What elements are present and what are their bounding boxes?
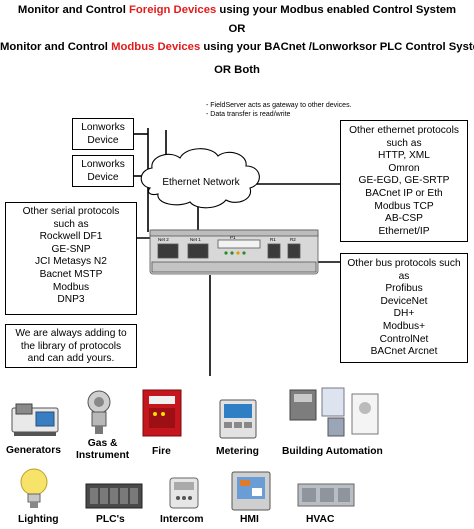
gas-instrument-label-line-1: Gas & bbox=[87, 438, 118, 449]
bus-protocols-line: DH+ bbox=[393, 308, 415, 320]
serial-protocols-line: Modbus bbox=[52, 281, 90, 293]
ethernet-protocols-line: BACnet IP or Eth bbox=[365, 187, 443, 199]
serial-protocols-line: JCI Metasys N2 bbox=[35, 256, 107, 268]
lonworks-1-line-1: Lonworks bbox=[81, 122, 125, 133]
header-line-4: OR Both bbox=[214, 64, 260, 76]
lighting-label: Lighting bbox=[18, 514, 59, 525]
ethernet-protocols-line: Ethernet/IP bbox=[378, 225, 430, 237]
header-line-3-suffix: using your BACnet /Lonworksor PLC Contro… bbox=[200, 41, 474, 53]
header-line-2: OR bbox=[228, 23, 246, 35]
plc-icon bbox=[85, 483, 143, 509]
port-label-net1: Net 1 bbox=[190, 237, 201, 242]
lonworks-device-box-2: Lonworks Device bbox=[72, 155, 134, 187]
hvac-icon bbox=[297, 483, 355, 507]
plc-label: PLC's bbox=[96, 514, 125, 525]
header-line-3: Monitor and Control Modbus Devices using… bbox=[0, 41, 474, 53]
header-line-3-highlight: Modbus Devices bbox=[111, 41, 201, 53]
gas-instrument-icon bbox=[87, 390, 111, 434]
ethernet-protocols-line: Modbus TCP bbox=[374, 200, 434, 212]
lonworks-2-line-1: Lonworks bbox=[81, 159, 125, 170]
serial-protocols-line: Other serial protocols bbox=[22, 206, 120, 217]
serial-protocols-box: Other serial protocols such as Rockwell … bbox=[5, 202, 137, 315]
generators-label: Generators bbox=[6, 445, 61, 456]
bus-protocols-line: ControlNet bbox=[379, 333, 429, 345]
header-line-1: Monitor and Control Foreign Devices usin… bbox=[0, 4, 474, 16]
gas-instrument-label-line-2: Instrument bbox=[76, 450, 130, 461]
bus-protocols-line: DeviceNet bbox=[380, 295, 428, 307]
header-line-1-suffix: using your Modbus enabled Control System bbox=[216, 4, 457, 16]
serial-protocols-line: such as bbox=[53, 218, 89, 230]
port-label-r1: R1 bbox=[270, 237, 276, 242]
hvac-label: HVAC bbox=[306, 514, 335, 525]
ethernet-protocols-line: Omron bbox=[388, 162, 420, 174]
library-note-line: the library of protocols bbox=[20, 340, 122, 352]
ethernet-protocols-box: Other ethernet protocols such as HTTP, X… bbox=[340, 120, 468, 242]
metering-label: Metering bbox=[216, 446, 259, 457]
serial-protocols-line: GE-SNP bbox=[51, 243, 91, 255]
fieldserver-gateway bbox=[149, 229, 319, 275]
header-line-1-highlight: Foreign Devices bbox=[129, 4, 217, 16]
library-note-line: We are always adding to bbox=[15, 328, 127, 339]
lighting-icon bbox=[20, 468, 48, 508]
protocol-library-note-box: We are always adding to the library of p… bbox=[5, 324, 137, 368]
lonworks-2-line-2: Device bbox=[87, 171, 119, 183]
gateway-note-line-2: - Data transfer is read/write bbox=[206, 110, 291, 118]
ethernet-cloud-icon bbox=[140, 148, 260, 209]
bus-protocols-line: Other bus protocols such bbox=[347, 258, 461, 269]
library-note-line: and can add yours. bbox=[27, 353, 115, 365]
ethernet-cloud-label: Ethernet Network bbox=[162, 177, 240, 188]
serial-protocols-line: DNP3 bbox=[57, 294, 85, 306]
fire-label: Fire bbox=[152, 446, 171, 457]
building-automation-icon bbox=[289, 387, 379, 437]
metering-icon bbox=[219, 399, 257, 439]
ethernet-protocols-line: GE-EGD, GE-SRTP bbox=[358, 175, 450, 187]
intercom-icon bbox=[169, 477, 199, 509]
generator-icon bbox=[11, 403, 59, 436]
gas-instrument-label: Gas & Instrument bbox=[76, 438, 129, 462]
port-label-net2: Net 2 bbox=[158, 237, 169, 242]
hmi-icon bbox=[231, 471, 271, 511]
ethernet-protocols-line: such as bbox=[386, 137, 422, 149]
building-automation-label: Building Automation bbox=[282, 446, 383, 457]
bus-protocols-box: Other bus protocols such as Profibus Dev… bbox=[340, 253, 468, 363]
intercom-label: Intercom bbox=[160, 514, 204, 525]
lonworks-1-line-2: Device bbox=[87, 134, 119, 146]
header-line-1-prefix: Monitor and Control bbox=[17, 4, 129, 16]
hmi-label: HMI bbox=[240, 514, 259, 525]
gateway-note: - FieldServer acts as gateway to other d… bbox=[206, 102, 352, 119]
serial-protocols-line: Rockwell DF1 bbox=[39, 231, 103, 243]
port-label-r2: R2 bbox=[290, 237, 296, 242]
bus-protocols-line: BACnet Arcnet bbox=[370, 346, 438, 358]
ethernet-protocols-line: Other ethernet protocols bbox=[349, 125, 459, 136]
bus-protocols-line: Modbus+ bbox=[382, 320, 426, 332]
ethernet-protocols-line: AB-CSP bbox=[385, 213, 423, 225]
serial-protocols-line: Bacnet MSTP bbox=[39, 268, 103, 280]
header-line-3-prefix: Monitor and Control bbox=[0, 41, 112, 53]
port-label-p1: P1 bbox=[230, 235, 236, 240]
bus-protocols-line: Profibus bbox=[385, 283, 423, 295]
ethernet-protocols-line: HTTP, XML bbox=[378, 150, 430, 162]
fire-panel-icon bbox=[142, 389, 182, 437]
gateway-note-line-1: - FieldServer acts as gateway to other d… bbox=[206, 102, 352, 109]
bus-protocols-line: as bbox=[398, 270, 410, 282]
lonworks-device-box-1: Lonworks Device bbox=[72, 118, 134, 150]
